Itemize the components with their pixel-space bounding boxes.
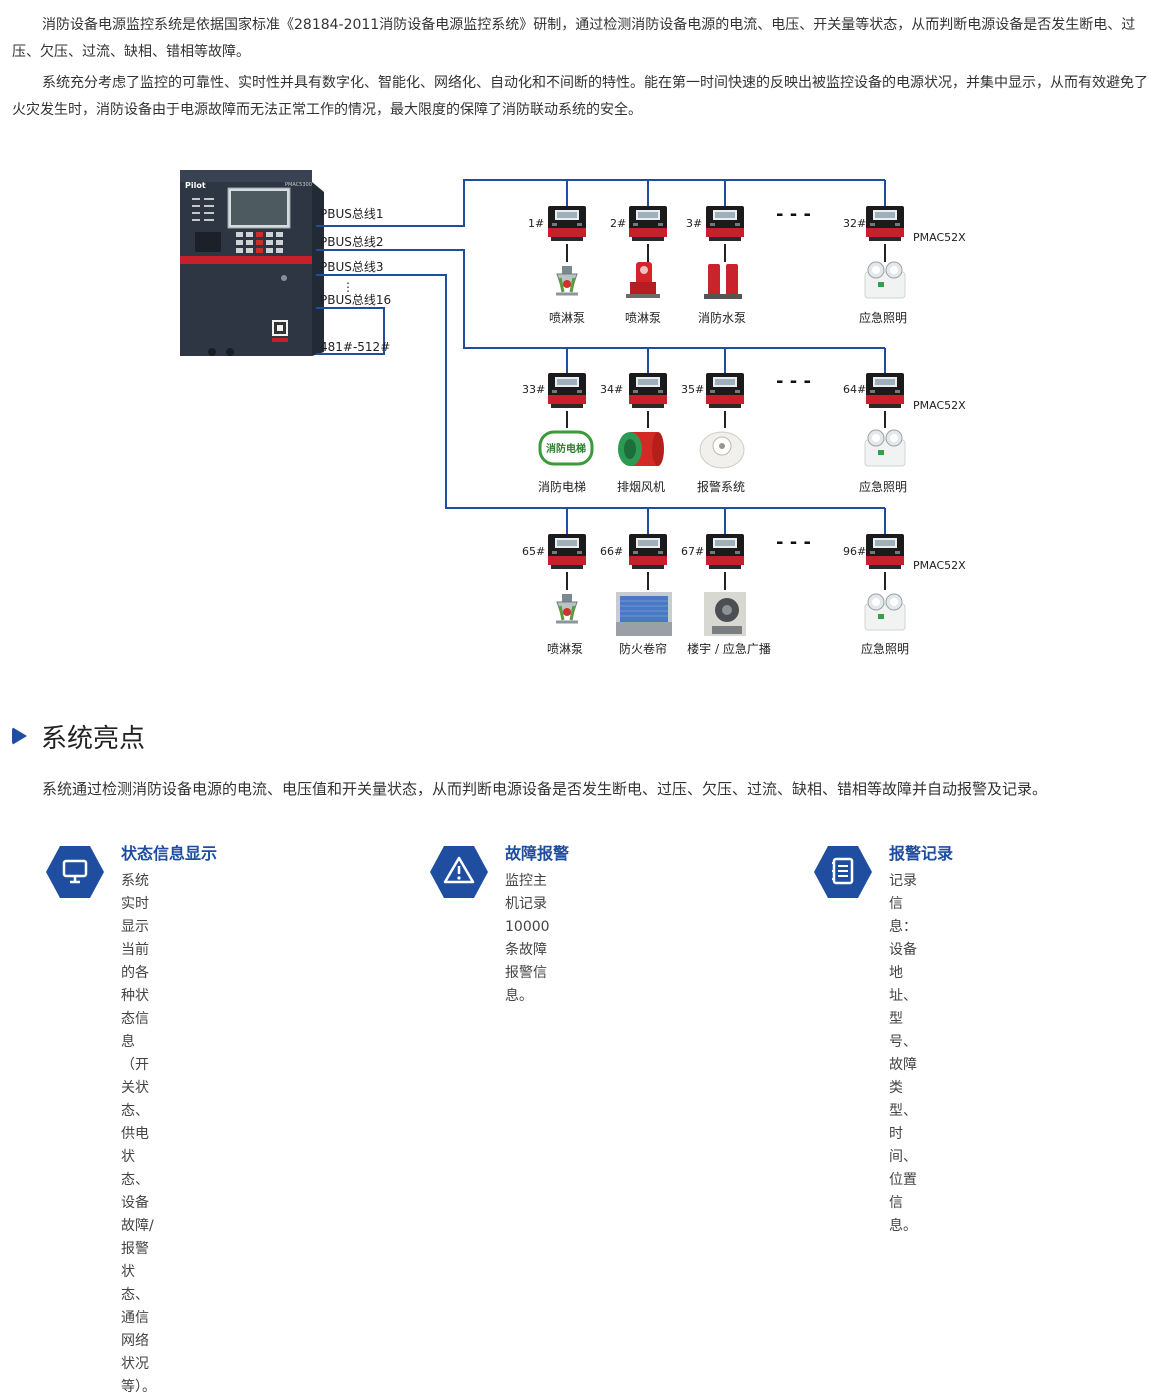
monitor-icon: [46, 846, 104, 898]
feature-title: 状态信息显示: [121, 844, 218, 863]
device-label: 报警系统: [697, 479, 745, 494]
module-address: 1#: [528, 217, 544, 230]
red-pump-icon: [626, 262, 660, 298]
feature-line: 态、通信网络状况等）。: [121, 1287, 156, 1395]
feature-description: 记录信息：设备地址、型号、故障类 型、时间、位置信息。: [889, 870, 917, 1238]
power-monitor-module: [866, 534, 904, 569]
device-label: 楼宇 / 应急广播: [687, 641, 771, 656]
section-bullet-icon: [12, 727, 27, 745]
bus-label-2: PBUS总线2: [320, 235, 384, 249]
feature-line: 型、时间、位置信息。: [889, 1103, 917, 1234]
module-address: 33#: [522, 383, 545, 396]
module-address: 64#: [843, 383, 866, 396]
monitoring-host: Pilot PMAC5300: [180, 170, 324, 356]
system-diagram: Pilot PMAC5300: [180, 170, 966, 656]
module-ellipsis: - - -: [776, 371, 811, 392]
alarm-detector-icon: [699, 431, 745, 469]
power-monitor-module: [548, 206, 586, 241]
module-address: 32#: [843, 217, 866, 230]
module-address: 2#: [610, 217, 626, 230]
intro-paragraph-2: 系统充分考虑了监控的可靠性、实时性并具有数字化、智能化、网络化、自动化和不间断的…: [12, 75, 1148, 118]
bus-label-3: PBUS总线3: [320, 260, 384, 274]
warning-icon: [430, 846, 488, 898]
module-model-label: PMAC52X: [913, 559, 966, 572]
fire-water-pump-icon: [704, 264, 742, 299]
device-label: 喷淋泵: [625, 311, 661, 325]
section-description: 系统通过检测消防设备电源的电流、电压值和开关量状态，从而判断电源设备是否发生断电…: [42, 780, 1048, 798]
power-monitor-module: [706, 373, 744, 408]
fire-elevator-icon: 消防电梯: [538, 430, 594, 466]
module-address: 3#: [686, 217, 702, 230]
feature-description: 监控主机记录10000条故障报警信息。: [505, 870, 550, 1008]
module-address: 96#: [843, 545, 866, 558]
power-monitor-module: [706, 206, 744, 241]
device-label: 应急照明: [861, 641, 909, 656]
device-label: 应急照明: [859, 310, 907, 325]
range-label: 481#-512#: [320, 340, 390, 354]
power-monitor-module: [629, 373, 667, 408]
power-monitor-module: [866, 373, 904, 408]
module-address: 34#: [600, 383, 623, 396]
power-monitor-module: [706, 534, 744, 569]
module-model-label: PMAC52X: [913, 399, 966, 412]
feature-line: 系统实时显示当前的各种状态信息（开: [121, 873, 149, 1073]
smoke-fan-icon: [618, 432, 664, 466]
device-label: 喷淋泵: [547, 642, 583, 656]
bus-label-16: PBUS总线16: [320, 293, 391, 307]
feature-description: 系统实时显示当前的各种状态信息（开 关状态、供电状态、设备故障/报警状 态、通信…: [121, 870, 156, 1399]
elevator-badge-text: 消防电梯: [546, 442, 586, 455]
feature-title: 故障报警: [505, 844, 570, 863]
device-label: 防火卷帘: [619, 641, 667, 656]
host-brand: Pilot: [185, 181, 206, 190]
device-wiring: [566, 244, 886, 590]
feature-line: 关状态、供电状态、设备故障/报警状: [121, 1080, 154, 1280]
broadcast-speaker-icon: [704, 592, 746, 636]
module-ellipsis: - - -: [776, 532, 811, 553]
module-address: 65#: [522, 545, 545, 558]
module-address: 67#: [681, 545, 704, 558]
device-label: 应急照明: [859, 479, 907, 494]
section-header: 系统亮点: [12, 716, 145, 756]
emergency-light-icon: [864, 261, 906, 299]
emergency-light-icon: [864, 429, 906, 467]
section-title: 系统亮点: [41, 723, 146, 754]
module-ellipsis: - - -: [776, 204, 811, 225]
power-monitor-module: [866, 206, 904, 241]
module-address: 66#: [600, 545, 623, 558]
power-monitor-module: [629, 534, 667, 569]
feature-line: 记录信息：设备地址、型号、故障类: [889, 873, 917, 1096]
fire-shutter-icon: [616, 592, 672, 636]
record-icon: [814, 846, 872, 898]
power-monitor-module: [548, 534, 586, 569]
device-label: 消防电梯: [538, 479, 586, 494]
sprinkler-icon: [554, 264, 580, 296]
device-label: 喷淋泵: [549, 311, 585, 325]
bus-label-ellipsis: ⋮: [342, 280, 354, 294]
module-address: 35#: [681, 383, 704, 396]
power-monitor-module: [548, 373, 586, 408]
sprinkler-icon: [554, 592, 580, 624]
power-monitor-module: [629, 206, 667, 241]
bus-wiring: [316, 179, 886, 534]
device-label: 消防水泵: [698, 310, 746, 325]
bus-label-1: PBUS总线1: [320, 207, 384, 221]
feature-line: 监控主机记录10000条故障报警信息。: [505, 873, 550, 1004]
module-model-label: PMAC52X: [913, 231, 966, 244]
intro-paragraph-1: 消防设备电源监控系统是依据国家标准《28184-2011消防设备电源监控系统》研…: [12, 17, 1136, 60]
emergency-light-icon: [864, 593, 906, 631]
host-model: PMAC5300: [285, 182, 312, 188]
device-label: 排烟风机: [617, 480, 665, 494]
feature-title: 报警记录: [889, 844, 954, 863]
